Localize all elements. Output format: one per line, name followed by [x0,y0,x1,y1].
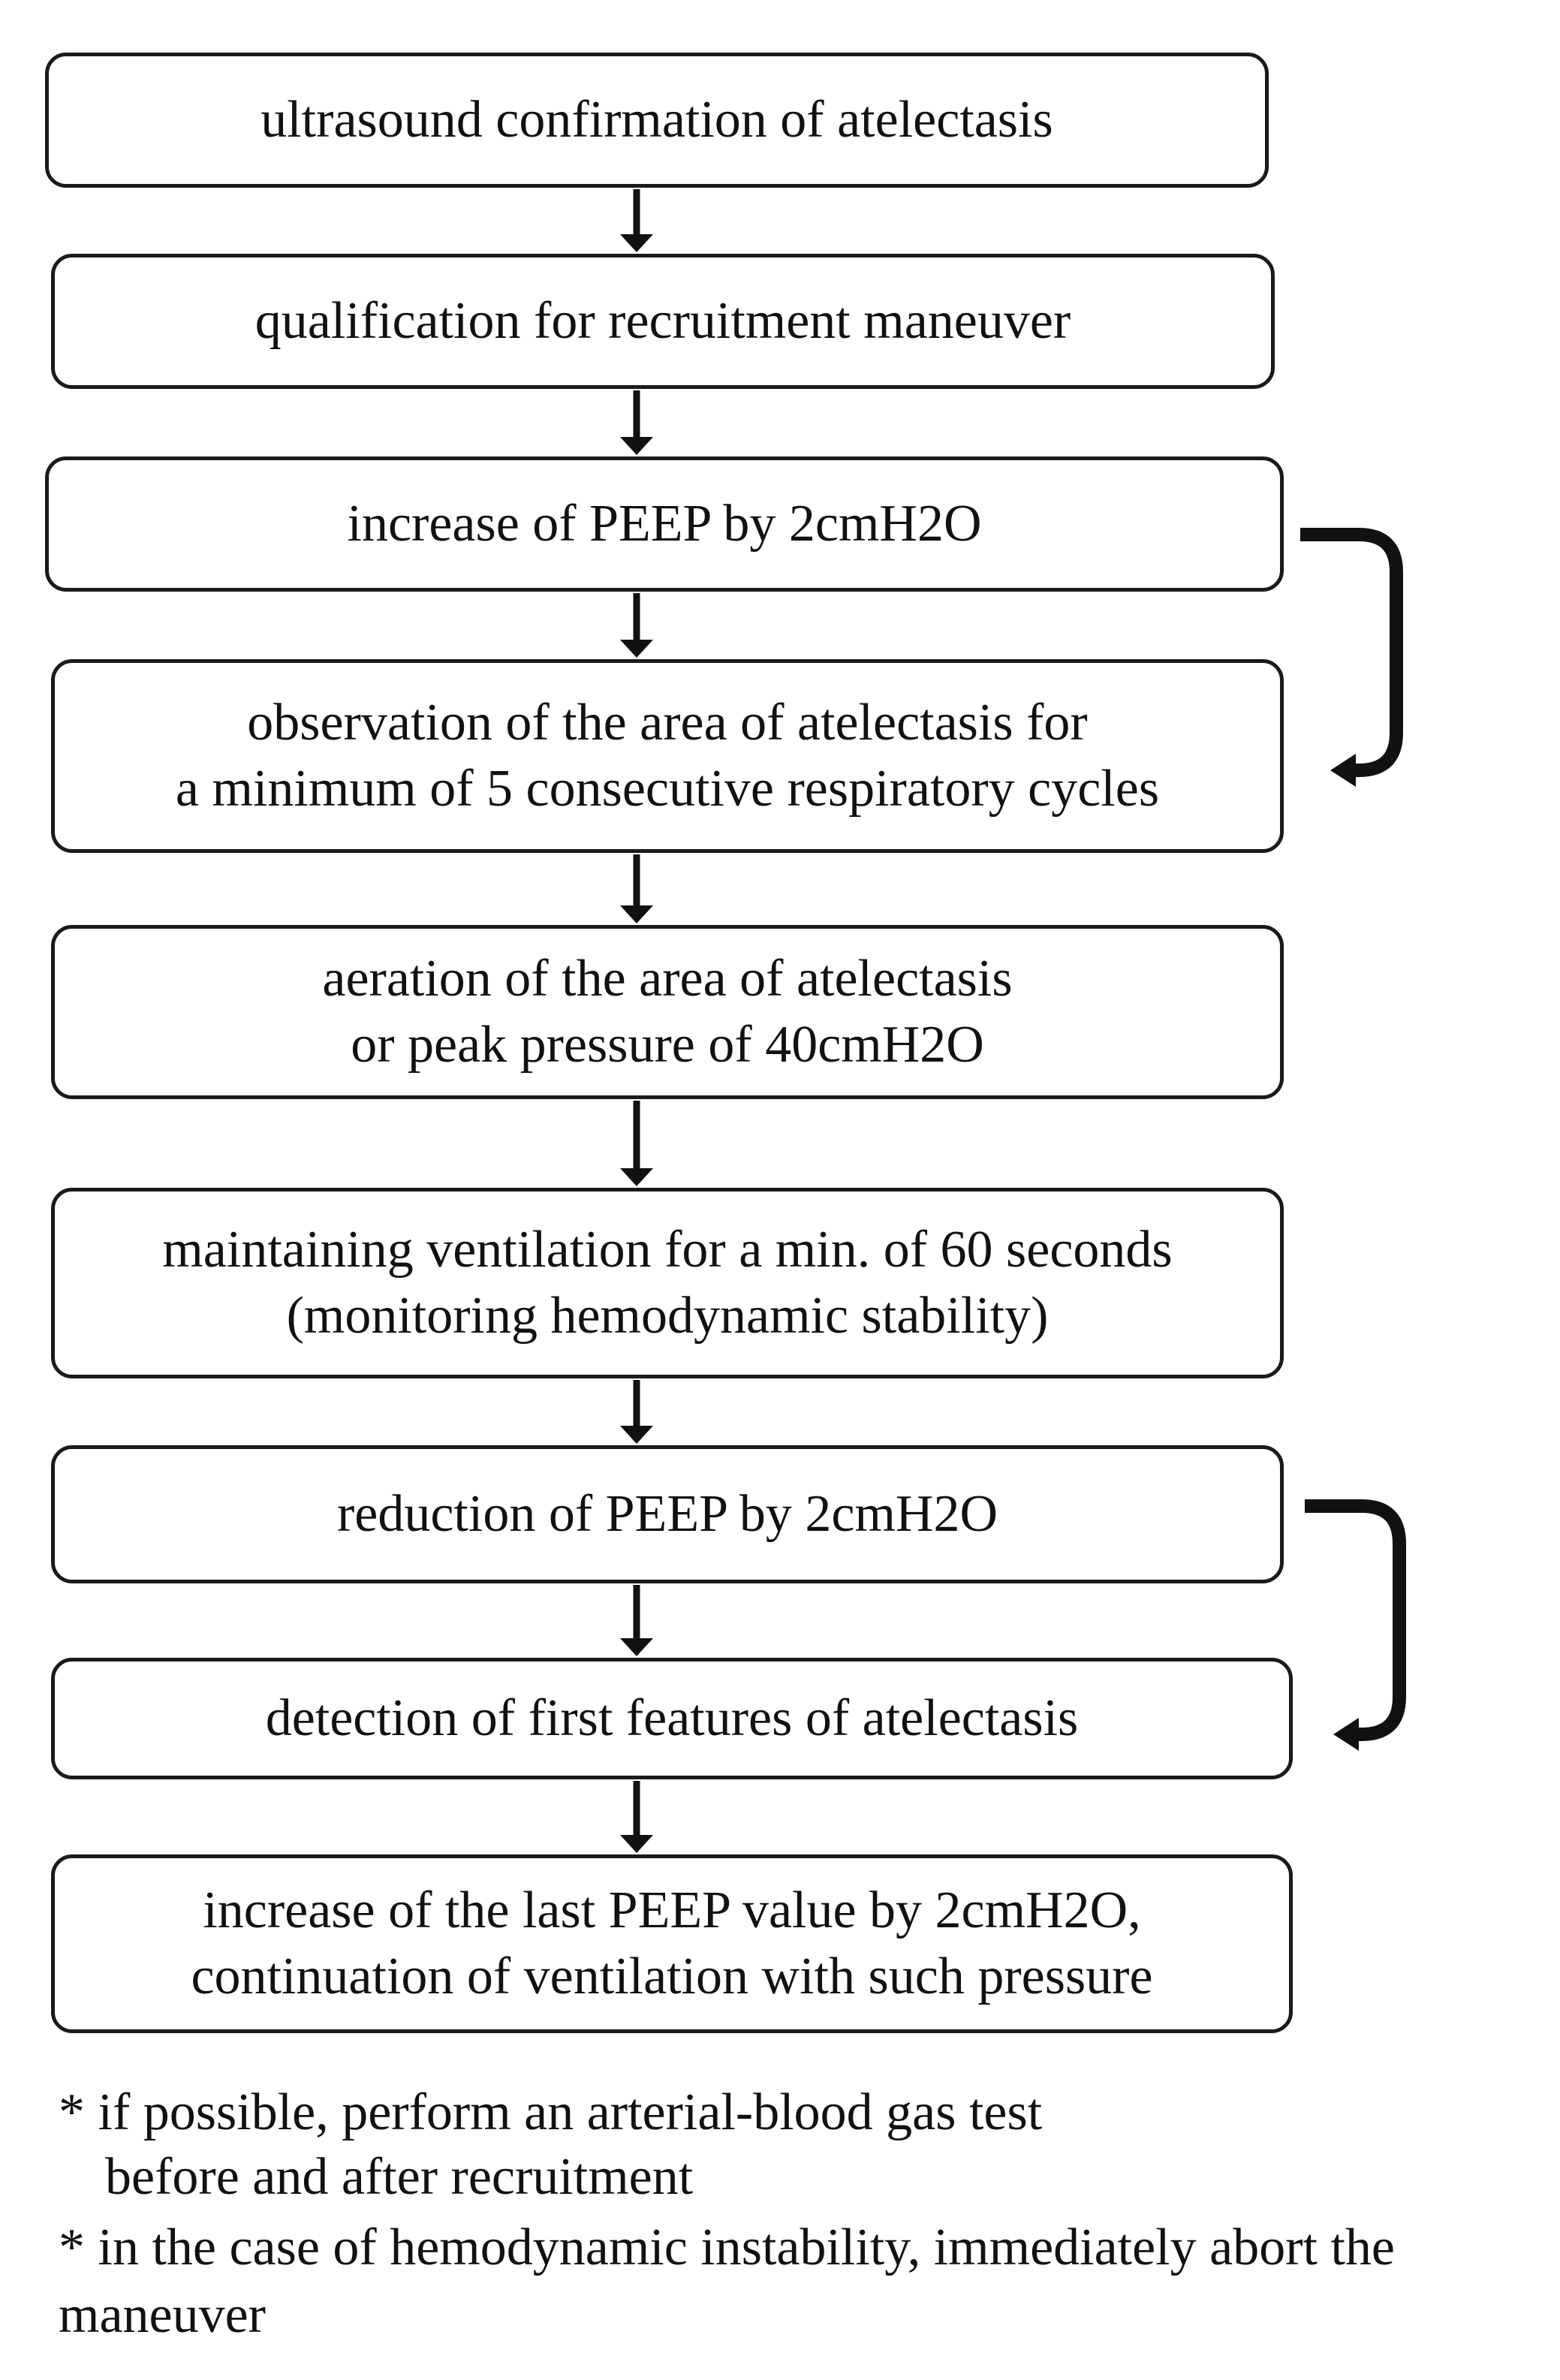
step-4-box: observation of the area of atelectasis f… [51,659,1284,853]
note-2-line-2: maneuver [59,2286,266,2344]
step-6-box: maintaining ventilation for a min. of 60… [51,1188,1284,1378]
step-2-text: qualification for recruitment maneuver [254,292,1071,350]
step-3-text: increase of PEEP by 2cmH2O [347,495,982,553]
note-1-line-1: * if possible, perform an arterial-blood… [59,2083,1043,2141]
step-3-box: increase of PEEP by 2cmH2O [45,456,1284,592]
arrow-5-to-6 [620,1101,653,1186]
step-1-box: ultrasound confirmation of atelectasis [45,53,1269,188]
step-7-box: reduction of PEEP by 2cmH2O [51,1445,1284,1583]
step-4-text-line-2: a minimum of 5 consecutive respiratory c… [175,760,1160,818]
step-9-text-line-2: continuation of ventilation with such pr… [191,1948,1153,2005]
arrow-6-to-7 [620,1380,653,1444]
step-5-text-line-2: or peak pressure of 40cmH2O [351,1016,984,1074]
arrow-7-to-8 [620,1585,653,1656]
step-4-text-line-1: observation of the area of atelectasis f… [247,694,1088,752]
step-1-text: ultrasound confirmation of atelectasis [261,91,1053,149]
step-5-box: aeration of the area of atelectasis or p… [51,925,1284,1099]
note-1-line-2: before and after recruitment [105,2148,694,2206]
arrow-2-to-3 [620,390,653,455]
note-2-line-1: * in the case of hemodynamic instability… [59,2219,1395,2276]
step-9-box: increase of the last PEEP value by 2cmH2… [51,1854,1293,2033]
loop-bracket-lower [1305,1499,1406,1751]
step-6-text-line-2: (monitoring hemodynamic stability) [286,1287,1049,1345]
step-6-text-line-1: maintaining ventilation for a min. of 60… [162,1221,1173,1279]
step-5-text-line-1: aeration of the area of atelectasis [322,950,1013,1008]
step-9-text-line-1: increase of the last PEEP value by 2cmH2… [203,1881,1141,1939]
step-7-text: reduction of PEEP by 2cmH2O [336,1485,998,1543]
step-2-box: qualification for recruitment maneuver [51,254,1275,389]
loop-bracket-upper [1300,528,1403,787]
arrow-3-to-4 [620,593,653,658]
arrow-8-to-9 [620,1781,653,1853]
arrow-4-to-5 [620,854,653,923]
step-8-box: detection of first features of atelectas… [51,1658,1293,1779]
arrow-1-to-2 [620,189,653,252]
step-8-text: detection of first features of atelectas… [265,1689,1079,1747]
